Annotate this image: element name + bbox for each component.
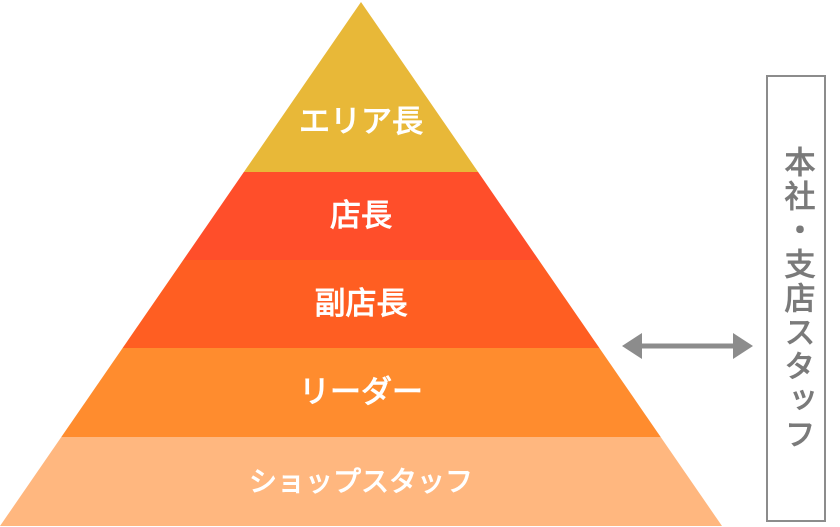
side-box-label: 本社・支店スタッフ <box>778 145 815 452</box>
pyramid-tier-2 <box>183 172 539 260</box>
pyramid-tier-4 <box>61 348 661 437</box>
pyramid-tier-5 <box>0 437 722 526</box>
pyramid-tier-3 <box>122 260 600 348</box>
pyramid-tier-2-label: 店長 <box>330 198 393 234</box>
pyramid-tier-4-label: リーダー <box>299 375 423 411</box>
pyramid-tier-5-label: ショップスタッフ <box>249 465 473 498</box>
side-box: 本社・支店スタッフ <box>766 75 826 522</box>
pyramid-tier-1-label: エリア長 <box>299 104 424 140</box>
double-arrow-icon <box>622 333 753 359</box>
pyramid-tier-3-label: 副店長 <box>315 286 409 322</box>
pyramid-tier-1 <box>243 2 479 172</box>
